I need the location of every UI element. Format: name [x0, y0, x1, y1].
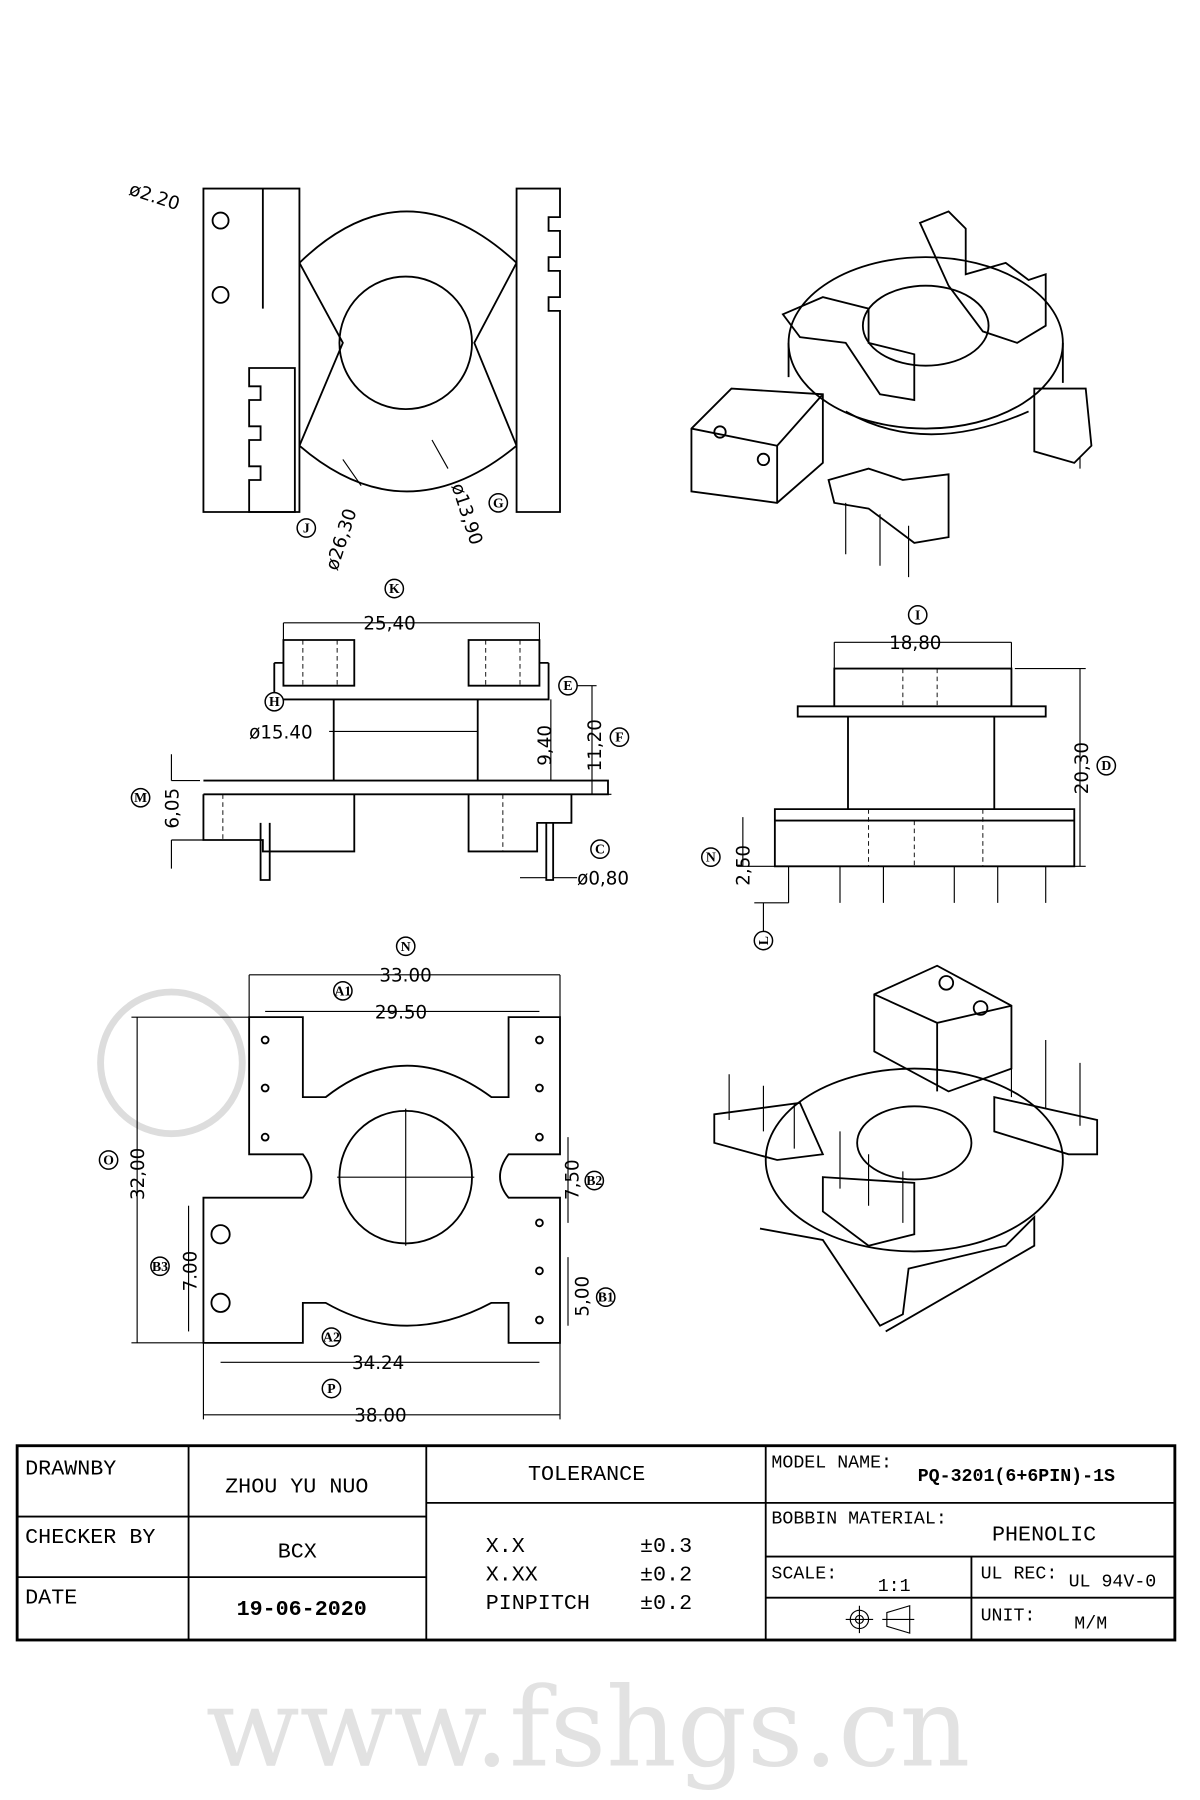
outer-dia-label: ø26,30 — [322, 506, 362, 573]
tolerance-value: ±0.2 — [640, 1563, 692, 1588]
tolerance-value: ±0.3 — [640, 1534, 692, 1559]
overall-width: 33.00 — [379, 966, 431, 987]
label-p: P — [327, 1381, 335, 1396]
material-label: BOBBIN MATERIAL: — [771, 1509, 946, 1529]
tolerance-fmt: X.XX — [486, 1563, 538, 1588]
label-circle-f — [609, 727, 630, 748]
isometric-view-bottom — [713, 964, 1099, 1333]
bottom-view: 33.00 N 29.50 A1 32,00 O 7,50 B2 7.00 B3… — [98, 936, 616, 1427]
watermark-seal — [97, 988, 246, 1138]
front-view: 18,80 I 20,30 D 2,50 N L — [700, 604, 1117, 951]
checker-value: BCX — [278, 1540, 317, 1565]
isometric-view-top — [690, 210, 1093, 578]
model-label: MODEL NAME: — [771, 1453, 892, 1473]
label-h: H — [269, 694, 280, 709]
pin-pitch: 5,00 — [573, 1276, 594, 1317]
watermark: www.fshgs.cn — [206, 1664, 971, 1792]
core-dia: ø15.40 — [249, 722, 312, 743]
model-value: PQ-3201(6+6PIN)-1S — [918, 1467, 1115, 1487]
pin-offset: 2,50 — [734, 845, 755, 886]
label-circle-b3 — [150, 1256, 170, 1277]
label-c: C — [595, 842, 605, 857]
label-circle-b1 — [595, 1287, 616, 1308]
label-o: O — [103, 1152, 114, 1167]
label-l: L — [756, 936, 771, 945]
label-circle-p — [321, 1378, 342, 1399]
base-height: 6,05 — [162, 788, 183, 829]
label-b1: B1 — [598, 1290, 614, 1305]
ul-label: UL REC: — [981, 1564, 1058, 1584]
drawn-by-label: DRAWNBY — [25, 1456, 116, 1481]
width-25-40: 25,40 — [363, 614, 415, 635]
date-value: 19-06-2020 — [237, 1597, 367, 1622]
label-n: N — [706, 850, 716, 865]
label-circle-d — [1096, 755, 1117, 776]
width-18-80: 18,80 — [889, 633, 941, 654]
inner-dia-label: ø13,90 — [447, 481, 487, 548]
projection-symbol-icon — [845, 1604, 915, 1634]
depth: 32,00 — [128, 1148, 149, 1200]
label-m: M — [134, 790, 147, 805]
label-circle-n2 — [395, 936, 416, 957]
label-b3: B3 — [152, 1259, 168, 1274]
base-width: 38.00 — [354, 1406, 406, 1427]
label-a2: A2 — [323, 1330, 340, 1345]
unit-value: M/M — [1074, 1615, 1107, 1635]
height-20-30: 20,30 — [1072, 742, 1093, 794]
label-i: I — [915, 607, 920, 622]
label-circle-a1 — [332, 980, 353, 1001]
unit-label: UNIT: — [981, 1607, 1036, 1627]
label-circle-c — [590, 839, 610, 860]
date-label: DATE — [25, 1585, 77, 1610]
label-k: K — [389, 581, 400, 596]
ul-value: UL 94V-0 — [1069, 1572, 1157, 1592]
pin-span-bottom: 34.24 — [352, 1353, 404, 1374]
label-circle-n — [700, 847, 721, 868]
label-circle-e — [558, 675, 578, 696]
inner-height: 9,40 — [535, 725, 556, 766]
hole-dia-label: ø2.20 — [126, 179, 182, 215]
label-circle-m — [130, 787, 151, 808]
label-f: F — [615, 730, 623, 745]
tolerance-fmt: PINPITCH — [486, 1591, 590, 1616]
label-e: E — [563, 678, 572, 693]
label-circle-j — [296, 518, 317, 538]
tolerance-fmt: X.X — [486, 1534, 525, 1559]
scale-value: 1:1 — [878, 1577, 911, 1597]
title-block: DRAWNBY ZHOU YU NUO CHECKER BY BCX DATE … — [15, 1444, 1177, 1642]
hole-pitch: 7.00 — [181, 1251, 202, 1292]
label-n2: N — [401, 939, 411, 954]
flange-height: 11,20 — [585, 719, 606, 771]
tolerance-value: ±0.2 — [640, 1591, 692, 1616]
label-d: D — [1101, 758, 1111, 773]
material-value: PHENOLIC — [992, 1523, 1096, 1548]
label-circle-k — [384, 578, 405, 599]
pin-dia: ø0,80 — [577, 869, 629, 890]
row-gap: 7,50 — [562, 1159, 583, 1200]
tolerance-label: TOLERANCE — [528, 1462, 645, 1487]
label-circle-i — [907, 604, 928, 625]
scale-label: SCALE: — [771, 1564, 837, 1584]
label-circle-b2 — [584, 1170, 605, 1191]
label-g: G — [493, 495, 504, 510]
label-a1: A1 — [334, 983, 351, 998]
label-circle-g — [488, 492, 509, 513]
pin-span-top: 29.50 — [375, 1002, 427, 1023]
label-j: J — [303, 520, 310, 535]
side-view: 25,40 K ø15.40 H 9,40 E 11,20 F 6,05 M ø… — [130, 578, 630, 890]
label-circle-a2 — [321, 1327, 342, 1348]
drawn-by-value: ZHOU YU NUO — [225, 1475, 368, 1500]
top-view: ø2.20 J ø26,30 ø13,90 G — [126, 179, 561, 573]
label-b2: B2 — [586, 1173, 602, 1188]
checker-label: CHECKER BY — [25, 1525, 155, 1550]
label-circle-o — [98, 1150, 119, 1170]
label-circle-l — [753, 930, 774, 951]
label-circle-h — [264, 691, 285, 712]
